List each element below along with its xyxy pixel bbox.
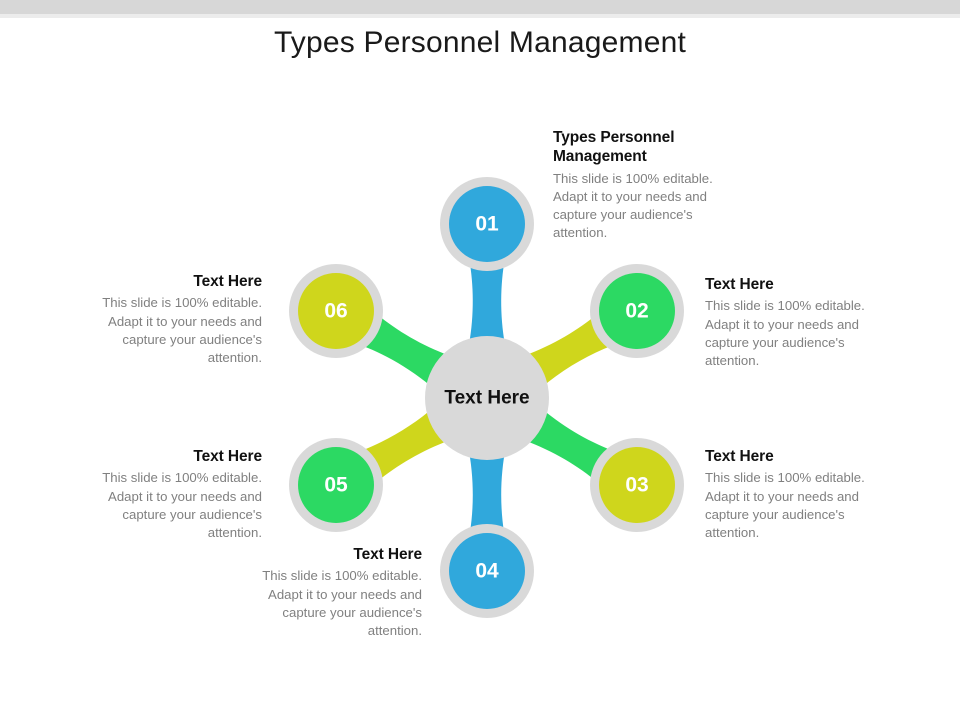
node-02[interactable]: 02: [590, 264, 684, 358]
page-title: Types Personnel Management: [273, 26, 687, 59]
hub-label: Text Here: [444, 388, 529, 409]
text-block-02-body: This slide is 100% editable. Adapt it to…: [705, 298, 865, 369]
hub-and-spoke-diagram: Text Here 01 02 03: [248, 160, 728, 636]
spoke-04: [468, 446, 506, 532]
text-block-03: Text Here This slide is 100% editable. A…: [705, 447, 895, 542]
text-block-03-heading: Text Here: [705, 448, 774, 465]
text-block-03-body: This slide is 100% editable. Adapt it to…: [705, 470, 865, 541]
text-block-05-body: This slide is 100% editable. Adapt it to…: [102, 470, 262, 541]
text-block-02: Text Here This slide is 100% editable. A…: [705, 275, 895, 370]
slide-top-bar-edge: [0, 14, 960, 18]
text-block-06-body: This slide is 100% editable. Adapt it to…: [102, 295, 262, 366]
spoke-01: [468, 264, 506, 350]
text-block-06: Text Here This slide is 100% editable. A…: [72, 272, 262, 367]
node-01-disc: [449, 186, 525, 262]
text-block-01-body: This slide is 100% editable. Adapt it to…: [553, 170, 713, 241]
text-block-04-body: This slide is 100% editable. Adapt it to…: [262, 568, 422, 639]
node-05[interactable]: 05: [289, 438, 383, 532]
text-block-04-heading: Text Here: [353, 546, 422, 563]
node-06-disc: [298, 273, 374, 349]
node-01-number: 01: [475, 213, 499, 236]
node-04[interactable]: 04: [440, 524, 534, 618]
node-01[interactable]: 01: [440, 177, 534, 271]
hub-circle[interactable]: [425, 336, 549, 460]
node-05-number: 05: [324, 474, 348, 497]
text-block-05-heading: Text Here: [193, 448, 262, 465]
node-02-number: 02: [625, 300, 648, 323]
text-block-01-heading: Types Personnel Management: [553, 129, 675, 166]
node-04-number: 04: [475, 560, 499, 583]
text-block-05: Text Here This slide is 100% editable. A…: [72, 447, 262, 542]
text-block-04: Text Here This slide is 100% editable. A…: [232, 545, 422, 640]
node-02-disc: [599, 273, 675, 349]
node-03-disc: [599, 447, 675, 523]
node-06[interactable]: 06: [289, 264, 383, 358]
text-block-01: Types Personnel Management This slide is…: [553, 128, 743, 243]
node-04-disc: [449, 533, 525, 609]
node-03[interactable]: 03: [590, 438, 684, 532]
text-block-06-heading: Text Here: [193, 273, 262, 290]
node-05-disc: [298, 447, 374, 523]
node-03-number: 03: [625, 474, 648, 497]
slide-top-bar: [0, 0, 960, 14]
text-block-02-heading: Text Here: [705, 276, 774, 293]
node-06-number: 06: [324, 300, 347, 323]
